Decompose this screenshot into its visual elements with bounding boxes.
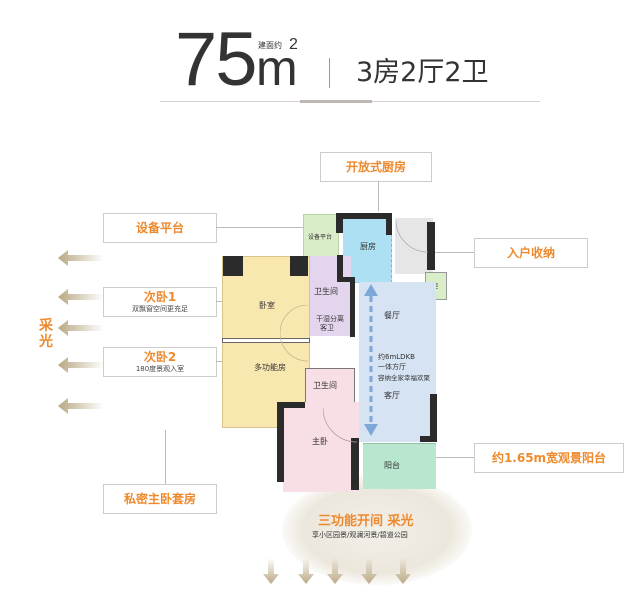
- room-equipment-platform: [303, 214, 339, 258]
- room-label-ldkb-2: 一体方厅: [378, 363, 406, 371]
- area-label: 建面约: [258, 41, 282, 50]
- area-unit: m: [256, 40, 298, 96]
- room-label-dry-wet: 干湿分离: [316, 315, 344, 323]
- wall: [277, 402, 305, 408]
- callout-equipment-platform-text: 设备平台: [135, 221, 184, 235]
- callout-open-kitchen: 开放式厨房: [320, 152, 432, 182]
- room-label-kitchen: 厨房: [360, 242, 376, 251]
- callout-second-bedroom-2-subtitle: 180度景观入室: [135, 365, 185, 373]
- header-divider: [329, 58, 330, 88]
- wall: [420, 436, 437, 442]
- room-label-master-bedroom: 主卧: [312, 437, 328, 446]
- wall: [223, 256, 243, 276]
- room-label-balcony: 阳台: [384, 461, 400, 470]
- callout-second-bedroom-2-title: 次卧2: [143, 350, 177, 364]
- callout-second-bedroom-1: 次卧1 双飘窗空间更充足: [103, 287, 217, 317]
- light-arrow-down-icon: [263, 558, 279, 584]
- door-swing-icon: [280, 305, 309, 362]
- callout-second-bedroom-1-title: 次卧1: [143, 290, 177, 304]
- bottom-subtitle: 享小区园景/观澜河景/碧道公园: [312, 531, 408, 539]
- area-unit-superscript: 2: [289, 36, 298, 53]
- leader-line: [165, 430, 166, 484]
- area-value: 75: [175, 17, 258, 102]
- callout-balcony: 约1.65m宽观景阳台: [474, 443, 624, 473]
- leader-line: [412, 252, 474, 253]
- light-arrow-left-icon: [58, 398, 104, 414]
- light-arrow-down-icon: [327, 558, 343, 584]
- room-label-guest-bath: 卫生间: [314, 287, 338, 296]
- callout-equipment-platform: 设备平台: [103, 213, 217, 243]
- room-entry: [395, 218, 433, 274]
- callout-open-kitchen-text: 开放式厨房: [345, 160, 406, 174]
- room-label-dining: 餐厅: [384, 311, 400, 320]
- side-light-label: 采光: [39, 318, 53, 350]
- room-kitchen: [343, 218, 392, 283]
- room-label-equipment-platform: 设备平台: [308, 234, 333, 241]
- room-label-multi-room: 多功能房: [254, 363, 286, 372]
- bottom-title: 三功能开间 采光: [318, 514, 414, 529]
- wall: [430, 394, 437, 442]
- door-swing-icon: [323, 408, 358, 443]
- room-label-ldkb-1: 约6mLDKB: [378, 353, 415, 361]
- callout-second-bedroom-1-subtitle: 双飘窗空间更充足: [132, 305, 188, 313]
- room-label-living: 客厅: [384, 391, 400, 400]
- room-label-bedroom: 卧室: [259, 301, 275, 310]
- wall: [336, 213, 343, 233]
- light-arrow-down-icon: [298, 558, 314, 584]
- wall: [277, 402, 284, 482]
- callout-master-suite-text: 私密主卧套房: [123, 492, 196, 506]
- door-swing-icon: [396, 220, 429, 253]
- leader-line: [378, 181, 379, 211]
- header-rule-accent: [300, 100, 372, 103]
- light-arrow-left-icon: [58, 320, 104, 336]
- room-label-guest-wc: 客卫: [320, 324, 334, 332]
- room-guest-bath: [308, 256, 351, 336]
- light-arrow-left-icon: [58, 289, 104, 305]
- light-arrow-left-icon: [58, 357, 104, 373]
- leader-line: [410, 457, 474, 458]
- wall: [290, 256, 308, 276]
- wall: [350, 277, 355, 337]
- wall: [337, 277, 353, 282]
- width-dimension-arrow-icon: [364, 284, 378, 436]
- light-glow: [282, 475, 472, 585]
- room-balcony: [363, 443, 436, 489]
- callout-master-suite: 私密主卧套房: [103, 484, 217, 514]
- wall: [427, 222, 435, 270]
- callout-entry-storage-text: 入户收纳: [506, 246, 555, 260]
- wall: [336, 213, 392, 219]
- wall: [351, 438, 359, 490]
- wall: [386, 213, 392, 235]
- light-arrow-down-icon: [361, 558, 377, 584]
- wall: [337, 255, 343, 281]
- callout-entry-storage: 入户收纳: [474, 238, 588, 268]
- callout-balcony-text: 约1.65m宽观景阳台: [491, 451, 607, 465]
- light-arrow-left-icon: [58, 250, 104, 266]
- callout-second-bedroom-2: 次卧2 180度景观入室: [103, 347, 217, 377]
- partition-wall: [222, 338, 310, 343]
- layout-label: 3房2厅2卫: [356, 57, 489, 88]
- room-label-master-bath: 卫生间: [313, 381, 337, 390]
- room-master-bedroom: [283, 402, 359, 492]
- leader-line: [216, 227, 326, 228]
- room-label-ldkb-3: 容纳全家幸福欢聚: [378, 374, 430, 382]
- light-arrow-down-icon: [395, 558, 411, 584]
